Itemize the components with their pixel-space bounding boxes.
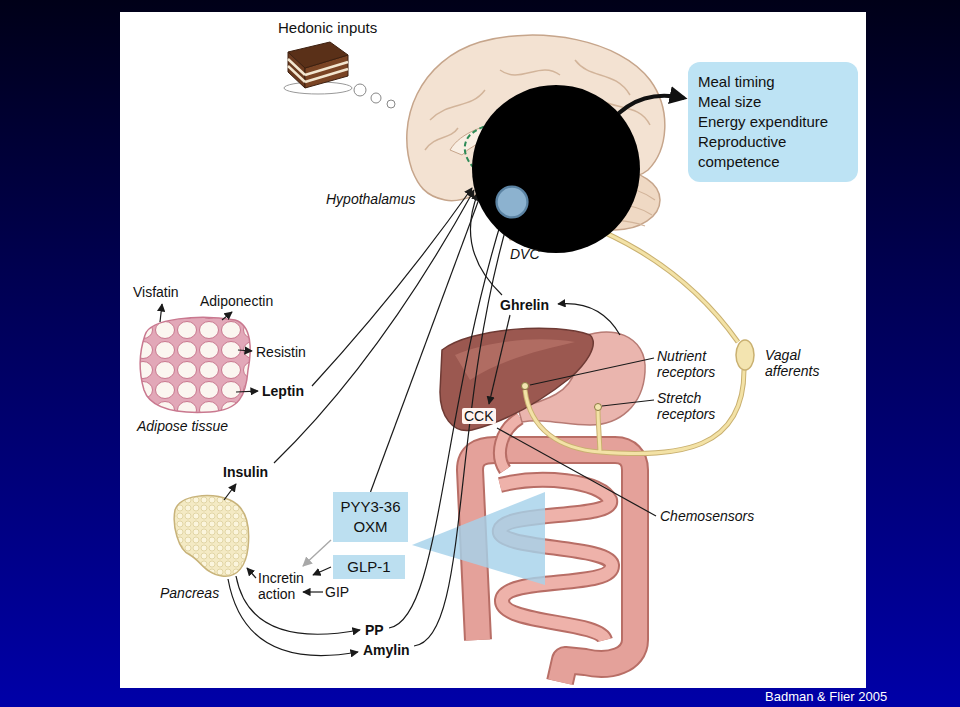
secretion-wedge: [412, 492, 545, 585]
signal-arrow: [414, 221, 508, 646]
receptor-dot: [522, 383, 529, 390]
signal-arrow: [312, 188, 472, 386]
leader-line: [530, 358, 654, 385]
outcome-text: Energy expenditure: [698, 112, 848, 132]
adipose-tissue: [140, 317, 250, 412]
receptor-label: Nutrient receptors: [657, 348, 737, 380]
incretin-arrow: [303, 540, 331, 566]
cake-thought: [284, 42, 395, 108]
adipokine-name: Visfatin: [133, 284, 179, 300]
input-label: Hedonic inputs: [278, 20, 377, 36]
outcome-list-box: Meal timingMeal sizeEnergy expenditureRe…: [688, 62, 858, 182]
nerve-outline: [525, 370, 744, 454]
signal-arrow: [389, 219, 502, 628]
nodose-ganglion: [736, 340, 754, 370]
outcome-text: Meal size: [698, 92, 848, 112]
region-shape: [471, 169, 493, 191]
signal-arrow: [489, 315, 510, 404]
hormone-name: GIP: [325, 584, 349, 600]
receptor-label: Stretch receptors: [657, 390, 737, 422]
organ-label: Adipose tissue: [137, 418, 228, 434]
liver-highlight: [455, 339, 575, 380]
thought-bubble: [354, 84, 366, 96]
nerve-fiber: [525, 370, 744, 454]
region-label: DVC: [510, 246, 540, 262]
process-label: Incretin action: [258, 570, 314, 602]
hormone-name: Insulin: [223, 464, 268, 480]
region-label: Hypothalamus: [326, 191, 416, 207]
leader-line: [602, 400, 654, 406]
thought-bubble: [371, 93, 381, 103]
receptor-dot: [595, 404, 602, 411]
hormone-name: Ghrelin: [500, 297, 549, 313]
cake-filling: [288, 59, 348, 82]
leader-line: [497, 428, 656, 516]
secretion-arrow: [160, 304, 162, 322]
hormone-box: PYY3-36OXM: [333, 492, 408, 542]
hormone-name: PP: [365, 622, 384, 638]
secretion-arrow: [236, 391, 258, 392]
hormone-name: OXM: [353, 517, 387, 537]
hormone-arrows: [160, 188, 656, 656]
organ-label: Pancreas: [160, 585, 219, 601]
outcome-text: Meal timing: [698, 72, 848, 92]
region-circle: [472, 85, 640, 253]
adipokine-name: Adiponectin: [200, 293, 273, 309]
hormone-name: CCK: [462, 408, 496, 424]
thought-bubble: [387, 100, 395, 108]
hormone-name: GLP-1: [347, 557, 390, 577]
pancreas: [174, 496, 248, 577]
secretion-arrow: [222, 312, 232, 320]
source-credit: Badman & Flier 2005: [765, 689, 887, 705]
incretin-arrow: [247, 568, 256, 578]
region-shape: [495, 185, 529, 219]
hormone-name: PYY3-36: [340, 497, 400, 517]
signal-arrow: [274, 190, 474, 463]
receptor-label: Chemosensors: [660, 508, 754, 524]
outcome-text: Reproductive competence: [698, 132, 848, 172]
hormone-box: GLP-1: [333, 555, 405, 579]
secretion-arrow: [558, 304, 620, 335]
adipokine-name: Resistin: [256, 344, 306, 360]
hypothalamus-region: Hypothalamus: [471, 169, 493, 191]
hormone-name: Leptin: [262, 383, 304, 399]
output-arrow: [612, 96, 684, 120]
dvc-region: DVC: [495, 185, 529, 219]
incretin-arrow: [303, 591, 323, 592]
region-circle: [497, 187, 528, 218]
secretion-arrow: [224, 484, 236, 500]
incretin-arrow: [313, 567, 331, 575]
nerve-label: Vagal afferents: [765, 347, 840, 379]
duodenum-outline: [500, 418, 520, 470]
secretion-arrow: [238, 350, 252, 351]
duodenum: [500, 418, 520, 470]
hormone-name: Amylin: [363, 642, 410, 658]
signal-connector: [371, 191, 483, 492]
